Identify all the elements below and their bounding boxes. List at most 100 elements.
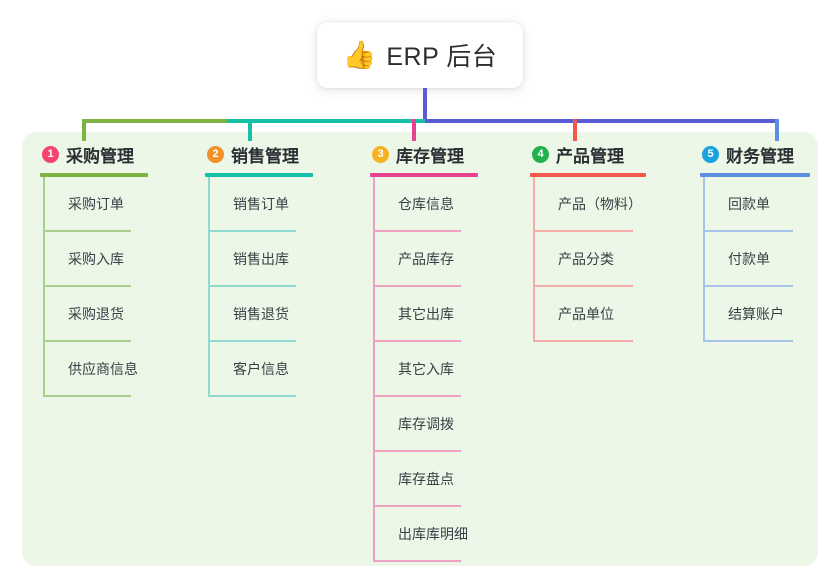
leaf-item-underline bbox=[43, 340, 131, 342]
branch-item-list: 采购订单采购入库采购退货供应商信息 bbox=[40, 177, 148, 397]
leaf-item-underline bbox=[373, 450, 461, 452]
branch-underline bbox=[370, 173, 478, 177]
branch-spine bbox=[208, 177, 210, 397]
leaf-item-label: 出库库明细 bbox=[398, 526, 468, 542]
branch-title: 采购管理 bbox=[66, 146, 134, 166]
leaf-item-label: 产品（物料） bbox=[558, 196, 642, 212]
leaf-item[interactable]: 付款单 bbox=[700, 232, 810, 287]
leaf-item[interactable]: 销售出库 bbox=[205, 232, 313, 287]
leaf-item-label: 仓库信息 bbox=[398, 196, 454, 212]
branch-spine bbox=[373, 177, 375, 562]
leaf-item[interactable]: 产品库存 bbox=[370, 232, 478, 287]
branch-drop-1 bbox=[82, 119, 86, 141]
leaf-item[interactable]: 仓库信息 bbox=[370, 177, 478, 232]
leaf-item-underline bbox=[533, 230, 633, 232]
branch-title: 销售管理 bbox=[231, 146, 299, 166]
branch-number-badge: 3 bbox=[372, 145, 389, 163]
leaf-item-label: 其它出库 bbox=[398, 306, 454, 322]
leaf-item[interactable]: 采购入库 bbox=[40, 232, 148, 287]
root-title: ERP 后台 bbox=[386, 43, 498, 71]
leaf-item-label: 销售出库 bbox=[233, 251, 289, 267]
branch-number-badge: 5 bbox=[702, 145, 719, 163]
leaf-item-label: 供应商信息 bbox=[68, 361, 138, 377]
leaf-item-label: 其它入库 bbox=[398, 361, 454, 377]
leaf-item-underline bbox=[373, 505, 461, 507]
leaf-item-underline bbox=[703, 285, 793, 287]
leaf-item-label: 销售订单 bbox=[233, 196, 289, 212]
leaf-item-underline bbox=[533, 340, 633, 342]
leaf-item-label: 产品分类 bbox=[558, 251, 614, 267]
leaf-item-underline bbox=[373, 395, 461, 397]
leaf-item[interactable]: 供应商信息 bbox=[40, 342, 148, 397]
leaf-item-label: 结算账户 bbox=[728, 306, 784, 322]
leaf-item-underline bbox=[373, 560, 461, 562]
branch-title: 财务管理 bbox=[726, 146, 794, 166]
leaf-item[interactable]: 客户信息 bbox=[205, 342, 313, 397]
leaf-item[interactable]: 回款单 bbox=[700, 177, 810, 232]
leaf-item-underline bbox=[208, 395, 296, 397]
bus-segment-3 bbox=[425, 119, 777, 123]
leaf-item[interactable]: 结算账户 bbox=[700, 287, 810, 342]
leaf-item-label: 产品单位 bbox=[558, 306, 614, 322]
leaf-item-label: 采购订单 bbox=[68, 196, 124, 212]
leaf-item[interactable]: 产品单位 bbox=[530, 287, 646, 342]
branch-underline bbox=[205, 173, 313, 177]
leaf-item-label: 产品库存 bbox=[398, 251, 454, 267]
branch-drop-2 bbox=[248, 119, 252, 141]
trunk-connector bbox=[423, 88, 427, 121]
leaf-item-label: 付款单 bbox=[728, 251, 770, 267]
bus-segment-1 bbox=[82, 119, 227, 123]
leaf-item-underline bbox=[208, 285, 296, 287]
branch-item-list: 仓库信息产品库存其它出库其它入库库存调拨库存盘点出库库明细 bbox=[370, 177, 478, 562]
root-node-card[interactable]: 👍 ERP 后台 bbox=[317, 22, 523, 88]
leaf-item-label: 客户信息 bbox=[233, 361, 289, 377]
bus-segment-2 bbox=[227, 119, 425, 123]
leaf-item[interactable]: 出库库明细 bbox=[370, 507, 478, 562]
leaf-item-underline bbox=[43, 230, 131, 232]
leaf-item-label: 回款单 bbox=[728, 196, 770, 212]
leaf-item-label: 采购退货 bbox=[68, 306, 124, 322]
leaf-item-label: 采购入库 bbox=[68, 251, 124, 267]
leaf-item-underline bbox=[43, 395, 131, 397]
leaf-item[interactable]: 销售订单 bbox=[205, 177, 313, 232]
leaf-item[interactable]: 库存盘点 bbox=[370, 452, 478, 507]
leaf-item-underline bbox=[43, 285, 131, 287]
branch-header-2[interactable]: 2 销售管理 bbox=[205, 140, 313, 168]
branch-number-badge: 2 bbox=[207, 145, 224, 163]
thumbs-up-icon: 👍 bbox=[342, 39, 377, 71]
branch-drop-3 bbox=[412, 119, 416, 141]
content-panel bbox=[22, 132, 818, 566]
leaf-item-underline bbox=[208, 230, 296, 232]
leaf-item-underline bbox=[208, 340, 296, 342]
leaf-item[interactable]: 库存调拨 bbox=[370, 397, 478, 452]
leaf-item-underline bbox=[373, 285, 461, 287]
leaf-item[interactable]: 产品（物料） bbox=[530, 177, 646, 232]
leaf-item[interactable]: 采购退货 bbox=[40, 287, 148, 342]
leaf-item[interactable]: 其它入库 bbox=[370, 342, 478, 397]
branch-underline bbox=[530, 173, 646, 177]
leaf-item[interactable]: 其它出库 bbox=[370, 287, 478, 342]
branch-drop-5 bbox=[775, 119, 779, 141]
leaf-item[interactable]: 产品分类 bbox=[530, 232, 646, 287]
leaf-item[interactable]: 销售退货 bbox=[205, 287, 313, 342]
branch-item-list: 销售订单销售出库销售退货客户信息 bbox=[205, 177, 313, 397]
branch-header-5[interactable]: 5 财务管理 bbox=[700, 140, 810, 168]
leaf-item-underline bbox=[533, 285, 633, 287]
leaf-item-label: 库存调拨 bbox=[398, 416, 454, 432]
leaf-item-label: 销售退货 bbox=[233, 306, 289, 322]
branch-spine bbox=[703, 177, 705, 342]
branch-column-2: 2 销售管理销售订单销售出库销售退货客户信息 bbox=[205, 140, 313, 397]
branch-underline bbox=[700, 173, 810, 177]
leaf-item-underline bbox=[703, 230, 793, 232]
branch-item-list: 产品（物料） 产品分类产品单位 bbox=[530, 177, 646, 342]
branch-column-5: 5 财务管理回款单付款单结算账户 bbox=[700, 140, 810, 342]
branch-spine bbox=[43, 177, 45, 397]
branch-item-list: 回款单付款单结算账户 bbox=[700, 177, 810, 342]
leaf-item[interactable]: 采购订单 bbox=[40, 177, 148, 232]
